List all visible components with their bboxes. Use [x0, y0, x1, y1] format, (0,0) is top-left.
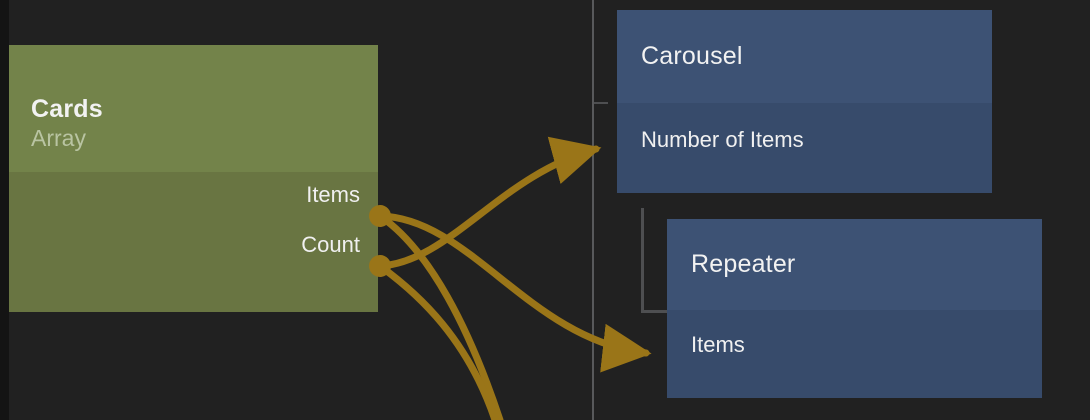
node-cards-output-count[interactable]: Count	[301, 232, 360, 258]
wire-items-to-offscreen-bottom	[376, 212, 504, 420]
input-port-label-number-of-items: Number of Items	[641, 127, 804, 152]
node-carousel-body: Number of Items	[617, 103, 992, 193]
node-repeater-header[interactable]: Repeater	[667, 219, 1042, 310]
node-cards-output-items[interactable]: Items	[306, 182, 360, 208]
wire-count-to-carousel-number-of-items	[376, 136, 602, 270]
node-cards-title: Cards	[31, 94, 103, 123]
node-repeater-body: Items	[667, 310, 1042, 398]
wire-count-to-offscreen-bottom	[376, 262, 499, 420]
node-cards-subtitle: Array	[31, 125, 86, 152]
output-port-label-items: Items	[306, 182, 360, 207]
node-carousel-header[interactable]: Carousel	[617, 10, 992, 103]
node-cards-body: Items Count	[9, 172, 378, 312]
node-repeater[interactable]: Repeater Items	[667, 219, 1042, 398]
node-carousel-input-number-of-items[interactable]: Number of Items	[641, 127, 804, 153]
wire-items-to-repeater-items	[376, 212, 652, 373]
guide-tick-carousel	[594, 102, 608, 104]
node-repeater-input-items[interactable]: Items	[691, 332, 745, 358]
node-carousel-title: Carousel	[641, 41, 743, 70]
output-port-knob-items[interactable]	[369, 205, 391, 227]
node-carousel[interactable]: Carousel Number of Items	[617, 10, 992, 193]
output-port-label-count: Count	[301, 232, 360, 257]
canvas-left-gutter	[0, 0, 9, 420]
vertical-guide-line	[592, 0, 594, 420]
repeater-group-bracket	[641, 208, 668, 313]
output-port-knob-count[interactable]	[369, 255, 391, 277]
input-port-label-items: Items	[691, 332, 745, 357]
node-repeater-title: Repeater	[691, 249, 796, 278]
node-cards-header[interactable]: Cards Array	[9, 45, 378, 172]
node-cards[interactable]: Cards Array Items Count	[9, 45, 378, 312]
